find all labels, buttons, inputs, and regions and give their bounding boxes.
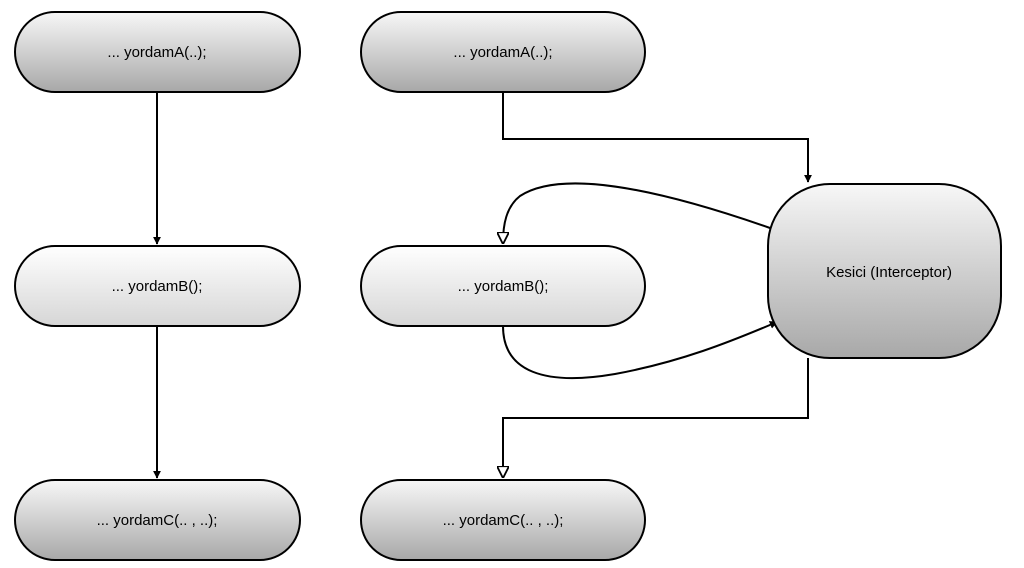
- left-node-yordam-b: ... yordamB();: [14, 245, 301, 327]
- right-node-yordam-c-label: ... yordamC(.. , ..);: [443, 512, 564, 529]
- right-node-yordam-c: ... yordamC(.. , ..);: [360, 479, 646, 561]
- right-flow: ... yordamA(..); ... yordamB(); ... yord…: [360, 11, 1002, 561]
- left-node-yordam-b-label: ... yordamB();: [112, 278, 203, 295]
- left-node-yordam-a: ... yordamA(..);: [14, 11, 301, 93]
- right-edge-a-to-interceptor: [502, 92, 812, 183]
- right-node-yordam-a: ... yordamA(..);: [360, 11, 646, 93]
- interceptor-node-label: Kesici (Interceptor): [826, 264, 952, 281]
- right-edge-interceptor-to-b: [503, 182, 771, 243]
- right-edge-interceptor-to-c: [503, 358, 809, 477]
- right-node-yordam-b: ... yordamB();: [360, 245, 646, 327]
- right-node-yordam-b-label: ... yordamB();: [458, 278, 549, 295]
- right-node-yordam-a-label: ... yordamA(..);: [453, 44, 552, 61]
- right-edge-b-to-interceptor: [502, 321, 778, 380]
- left-flow: ... yordamA(..); ... yordamB(); ... yord…: [14, 11, 301, 561]
- left-node-yordam-c: ... yordamC(.. , ..);: [14, 479, 301, 561]
- left-node-yordam-c-label: ... yordamC(.. , ..);: [97, 512, 218, 529]
- left-node-yordam-a-label: ... yordamA(..);: [107, 44, 206, 61]
- interceptor-node: Kesici (Interceptor): [767, 183, 1002, 359]
